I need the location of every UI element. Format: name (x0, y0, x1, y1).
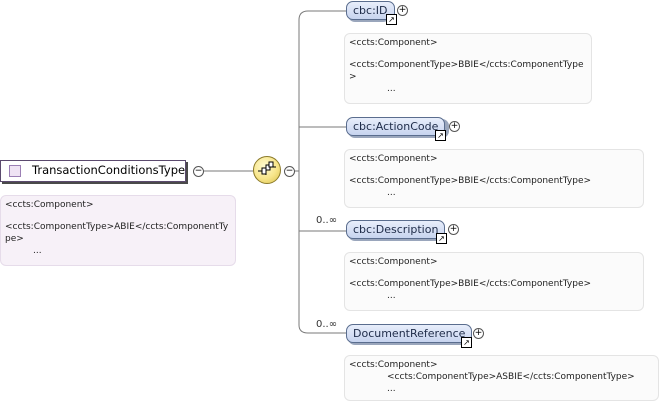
annotation-text: <ccts:ComponentType>ASBIE</ccts:Componen… (387, 372, 635, 382)
element-cbc-actioncode[interactable]: cbc:ActionCode (346, 117, 446, 136)
element-documentreference[interactable]: DocumentReference (346, 324, 473, 343)
annotation-documentreference: <ccts:Component> <ccts:ComponentType>ASB… (344, 355, 659, 401)
annotation-cbc-description: <ccts:Component> <ccts:ComponentType>BBI… (344, 252, 644, 311)
annotation-cbc-actioncode: <ccts:Component> <ccts:ComponentType>BBI… (344, 149, 644, 208)
annotation-text: <ccts:Component> (349, 360, 438, 370)
annotation-text: <ccts:Component> (349, 38, 438, 48)
annotation-ellipsis: ... (387, 291, 396, 301)
expand-button-cbc-id[interactable]: + (397, 5, 408, 16)
root-element-shadow-bottom (2, 182, 188, 184)
expand-button-documentreference[interactable]: + (473, 328, 484, 339)
root-complex-type-label: TransactionConditionsType (32, 163, 186, 177)
annotation-ellipsis: ... (387, 84, 396, 94)
root-element-shadow (186, 162, 188, 183)
reference-arrow-icon: ↗ (435, 130, 446, 141)
sequence-compositor-icon[interactable] (253, 156, 281, 184)
root-collapse-button[interactable]: − (193, 166, 204, 177)
annotation-ellipsis: ... (387, 384, 396, 394)
annotation-ellipsis: ... (387, 188, 396, 198)
annotation-text: <ccts:ComponentType>BBIE</ccts:Component… (349, 279, 592, 289)
expand-button-cbc-actioncode[interactable]: + (449, 121, 460, 132)
annotation-text: <ccts:Component> (349, 154, 438, 164)
root-annotation: <ccts:Component> <ccts:ComponentType>ABI… (0, 195, 236, 266)
cardinality-label: 0..∞ (316, 215, 338, 226)
annotation-ellipsis: ... (33, 246, 42, 256)
sequence-collapse-button[interactable]: − (284, 166, 295, 177)
reference-arrow-icon: ↗ (436, 233, 447, 244)
expand-button-cbc-description[interactable]: + (448, 224, 459, 235)
annotation-text: <ccts:ComponentType>BBIE</ccts:Component… (349, 176, 592, 186)
annotation-text: <ccts:Component> (5, 200, 94, 210)
cardinality-label: 0..∞ (316, 319, 338, 330)
reference-arrow-icon: ↗ (386, 14, 397, 25)
element-cbc-id[interactable]: cbc:ID (346, 1, 395, 20)
annotation-text: <ccts:Component> (349, 257, 438, 267)
annotation-cbc-id: <ccts:Component> <ccts:ComponentType>BBI… (344, 33, 592, 104)
root-complex-type[interactable] (0, 160, 186, 182)
complex-type-icon (9, 165, 21, 177)
reference-arrow-icon: ↗ (461, 337, 472, 348)
annotation-text: <ccts:ComponentType>ABIE</ccts:Component… (5, 222, 229, 244)
annotation-text: <ccts:ComponentType>BBIE</ccts:Component… (349, 60, 584, 82)
element-cbc-description[interactable]: cbc:Description (346, 220, 446, 239)
